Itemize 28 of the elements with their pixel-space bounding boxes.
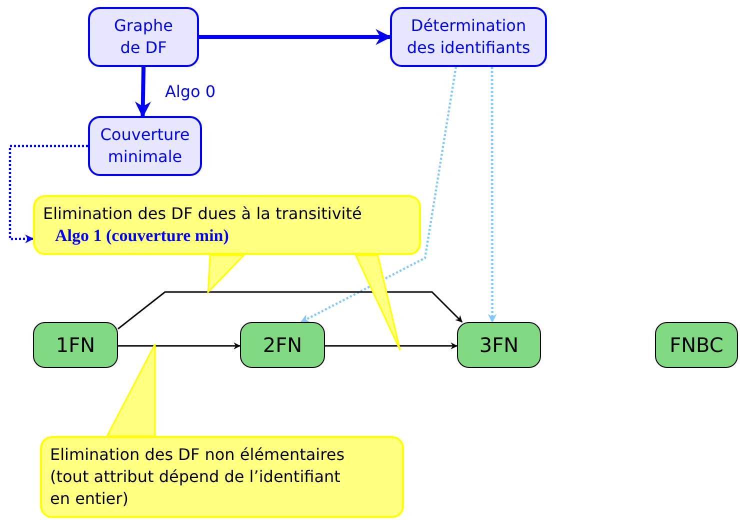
process-box: [88, 7, 199, 67]
node-text: Couverture minimale: [99, 124, 191, 168]
normal-form-box: [457, 322, 541, 368]
process-box: [390, 7, 547, 67]
algorithm-name: Algo 1 (couverture min): [54, 225, 230, 247]
normal-form-box: [33, 322, 118, 368]
node-text: Détermination des identifiants: [406, 15, 532, 59]
arrow: [8, 144, 88, 244]
node-text: Elimination des DF non élémentaires (tout attribut dépend de l’identifiant en entier): [50, 444, 346, 510]
arrow: [118, 342, 241, 350]
arrow: [488, 67, 497, 323]
callout-pointer: [106, 343, 156, 437]
callout-pointer: [207, 254, 246, 294]
normal-form-box: [240, 322, 325, 368]
callout-pointer: [354, 254, 401, 351]
node-text: Elimination des DF dues à la transitivité: [43, 203, 363, 225]
node-text: Graphe de DF: [113, 15, 174, 59]
normal-form-box: [655, 322, 738, 368]
node-text: FNBC: [670, 332, 724, 359]
node-text: 3FN: [479, 332, 519, 359]
arrow: [134, 66, 151, 118]
arrow: [325, 342, 458, 350]
arrow: [118, 291, 463, 330]
node-text: 1FN: [56, 332, 96, 359]
node-text: 2FN: [262, 332, 302, 359]
arrow: [300, 66, 458, 323]
process-box: [88, 116, 202, 176]
arrow: [199, 29, 392, 45]
